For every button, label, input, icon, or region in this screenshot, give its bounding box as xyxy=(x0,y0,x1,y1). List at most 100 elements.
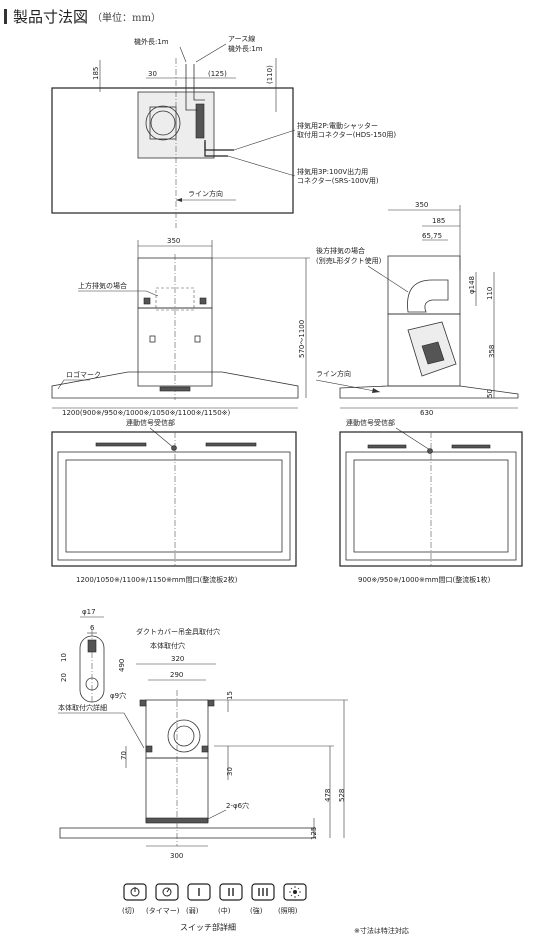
dim-15: 15 xyxy=(226,691,234,700)
bottom-view-left: 連動信号受信部 1200/1050※/1100※/1150※mm間口(整流板2枚… xyxy=(51,418,297,584)
bottom-right-signal-receiver xyxy=(427,448,433,454)
dim-110-side: 110 xyxy=(486,287,494,300)
bottom-right-light-1 xyxy=(367,444,407,449)
label-body-mount: 本体取付穴 xyxy=(150,641,185,650)
detail-mount-hole-right xyxy=(201,745,209,753)
switch-label-mid: (中) xyxy=(218,906,231,915)
dim-50: 50 xyxy=(486,389,494,398)
front-view: 350 上方排気の場合 570～1100 ロゴマーク 1200(900※/950… xyxy=(51,237,310,417)
switch-mid[interactable] xyxy=(219,883,243,901)
switch-label-low: (弱) xyxy=(186,907,199,915)
timer-icon-hand xyxy=(166,888,170,893)
dim-490: 490 xyxy=(118,659,126,672)
label-connector-2p-2: 取付用コネクター(HDS-150用) xyxy=(297,130,396,139)
label-connector-2p-1: 排気用2P:電動シャッター xyxy=(297,121,378,130)
switch-label-timer: (タイマー) xyxy=(146,906,180,915)
top-view: 機外長:1m アース線 機外長:1m 185 30 (125) (110) 排気… xyxy=(51,34,396,228)
label-signal-left: 連動信号受信部 xyxy=(126,418,175,427)
label-two-holes: 2-φ6穴 xyxy=(226,801,249,810)
detail-hanger-left xyxy=(139,699,147,707)
keyhole-slot-outline xyxy=(79,635,105,703)
detail-duct-ring xyxy=(167,719,201,753)
top-view-duct-flange xyxy=(149,106,177,140)
leader-two-holes xyxy=(205,809,227,821)
detail-hood-plate xyxy=(59,827,315,839)
label-connector-3p-1: 排気用3P:100V出力用 xyxy=(297,167,368,176)
light-icon xyxy=(293,890,297,894)
label-rear-exhaust-1: 後方排気の場合 xyxy=(316,246,365,255)
top-view-outline xyxy=(51,87,294,214)
bottom-left-signal-receiver xyxy=(171,445,177,451)
side-motor xyxy=(421,341,445,365)
dim-350-front: 350 xyxy=(167,237,180,245)
label-logo-mark: ロゴマーク xyxy=(66,370,101,379)
top-view-duct-inner xyxy=(150,110,176,136)
leader-cable xyxy=(179,46,187,63)
dim-185-side: 185 xyxy=(432,217,445,225)
dim-350-side: 350 xyxy=(415,201,428,209)
footnote: ※寸法は特注対応 xyxy=(354,926,409,935)
dim-320: 320 xyxy=(171,655,184,663)
front-hood-body xyxy=(51,371,299,399)
bottom-right-light-2 xyxy=(451,444,491,449)
label-line-direction-top: ライン方向 xyxy=(188,189,223,198)
switch-caption: スイッチ部詳細 xyxy=(180,922,236,932)
side-hood-body xyxy=(339,385,519,399)
front-mount-hole-left xyxy=(149,335,156,343)
dim-528: 528 xyxy=(338,789,346,802)
dim-125-detail: 125 xyxy=(310,827,318,840)
bottom-left-filter-panel xyxy=(65,459,283,553)
leader-signal-left xyxy=(149,427,175,449)
top-view-earth-wire xyxy=(193,64,205,101)
timer-icon xyxy=(162,887,172,897)
dim-20-detail: 20 xyxy=(60,673,68,682)
label-signal-right: 連動信号受信部 xyxy=(346,418,395,427)
label-cable-machine: 機外長:1m xyxy=(134,37,169,46)
front-bracket-right xyxy=(199,297,207,305)
top-view-connector-cable-3p xyxy=(204,142,228,157)
dim-358: 358 xyxy=(488,345,496,358)
bottom-left-outline xyxy=(51,431,297,567)
dim-6575: 65,75 xyxy=(422,232,442,240)
dim-width-list: 1200(900※/950※/1000※/1050※/1100※/1150※) xyxy=(62,409,231,417)
unit-label: （単位：mm） xyxy=(92,12,161,24)
label-earth-wire: アース線 xyxy=(228,34,255,43)
label-rear-exhaust-2: (別売L形ダクト使用) xyxy=(316,256,382,265)
caption-bottom-right: 900※/950※/1000※mm間口(整流板1枚) xyxy=(358,575,491,584)
dim-10-detail: 10 xyxy=(60,653,68,662)
dim-125: (125) xyxy=(208,70,227,78)
dim-30-detail: 30 xyxy=(226,767,234,776)
light-icon-rays xyxy=(289,886,301,898)
dim-30: 30 xyxy=(148,70,157,78)
page-title: 製品寸法図 xyxy=(13,7,89,26)
arrowhead-side xyxy=(372,388,380,393)
dim-185: 185 xyxy=(92,67,100,80)
arrowhead-top xyxy=(176,198,182,202)
dim-478: 478 xyxy=(324,789,332,802)
front-bracket-left xyxy=(143,297,151,305)
header-bar-mark xyxy=(4,8,7,24)
leader-rear-exhaust xyxy=(367,265,409,293)
leader-logo xyxy=(57,379,65,390)
switch-label-off: (切) xyxy=(122,907,135,915)
top-view-connector-block xyxy=(195,103,205,139)
dim-height-range: 570～1100 xyxy=(298,320,306,358)
detail-mount-hole-left xyxy=(145,745,153,753)
switch-panel: (切) (タイマー) (弱) (中) (強) (照明) スイッチ部詳細 xyxy=(122,883,307,932)
dim-phi148: φ148 xyxy=(468,276,476,294)
label-upper-exhaust: 上方排気の場合 xyxy=(78,281,127,290)
top-view-duct-ring xyxy=(145,105,181,141)
leader-3p xyxy=(227,155,296,177)
label-connector-3p-2: コネクター(SRS-100V用) xyxy=(297,176,379,185)
bottom-view-right: 連動信号受信部 900※/950※/1000※mm間口(整流板1枚) xyxy=(339,418,523,584)
side-l-duct xyxy=(407,279,449,313)
side-chimney-upper xyxy=(387,255,461,315)
dim-phi17: φ17 xyxy=(82,608,96,616)
caption-bottom-left: 1200/1050※/1100※/1150※mm間口(整流板2枚) xyxy=(76,575,238,584)
bottom-left-filter-frame xyxy=(57,451,291,561)
switch-label-high: (強) xyxy=(250,907,263,915)
dim-110: (110) xyxy=(266,65,274,84)
side-view: 350 185 65,75 後方排気の場合 (別売L形ダクト使用) φ148 1… xyxy=(315,201,519,417)
dim-630: 630 xyxy=(420,409,433,417)
